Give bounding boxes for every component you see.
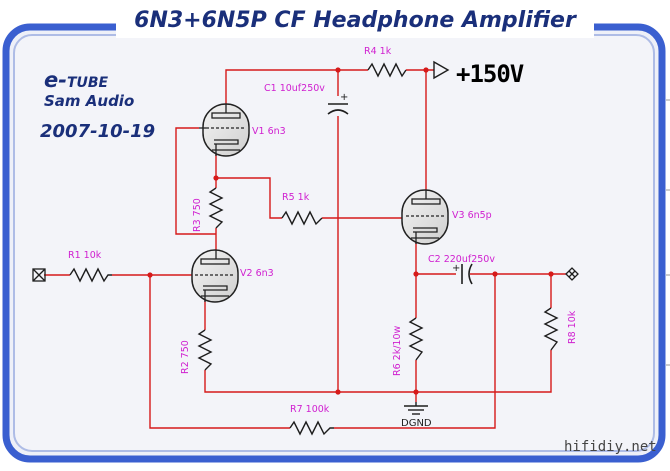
resistor-r4 <box>367 62 407 78</box>
label-r1: R1 10k <box>68 250 102 261</box>
resistor-r2 <box>197 329 213 371</box>
tube-v3 <box>401 189 449 245</box>
capacitor-c2: + <box>452 263 473 285</box>
resistor-r3 <box>208 187 224 229</box>
label-c2: C2 220uf250v <box>428 254 495 265</box>
capacitor-c1: + <box>327 92 349 115</box>
ground-icon <box>404 402 428 415</box>
resistor-r5 <box>281 210 323 226</box>
diagram-title: 6N3+6N5P CF Headphone Amplifier <box>116 4 594 38</box>
label-r5: R5 1k <box>282 192 310 203</box>
resistors <box>69 62 559 436</box>
resistor-r8 <box>543 307 559 351</box>
junction-dots <box>147 67 554 395</box>
label-v2: V2 6n3 <box>240 268 274 279</box>
label-v1: V1 6n3 <box>252 126 286 137</box>
logo-date: 2007-10-19 <box>40 121 156 142</box>
supply-arrow-icon <box>433 60 450 80</box>
watermark: hifidiy.net <box>564 439 657 455</box>
logo-maker: Sam Audio <box>44 92 135 110</box>
label-ground: DGND <box>401 418 432 429</box>
label-c1: C1 10uf250v <box>264 83 325 94</box>
label-r7: R7 100k <box>290 404 330 415</box>
label-r2: R2 750 <box>180 340 191 374</box>
tube-v2 <box>191 249 239 303</box>
resistor-r1 <box>69 267 112 283</box>
logo-brand: e-TUBE <box>44 68 109 92</box>
resistor-r7 <box>289 420 334 436</box>
tube-v1 <box>199 103 250 157</box>
label-v3: V3 6n5p <box>452 210 492 221</box>
label-r8: R8 10k <box>567 310 578 344</box>
label-r3: R3 750 <box>192 198 203 232</box>
label-r6: R6 2k/10w <box>392 326 403 376</box>
input-terminal-icon <box>32 268 46 282</box>
output-terminal-icon <box>565 267 579 281</box>
svg-text:+: + <box>452 263 460 274</box>
label-r4: R4 1k <box>364 46 392 57</box>
supply-voltage-label: +150V <box>456 60 524 88</box>
resistor-r6 <box>408 317 424 361</box>
svg-text:+: + <box>340 92 348 103</box>
wires <box>44 69 566 429</box>
